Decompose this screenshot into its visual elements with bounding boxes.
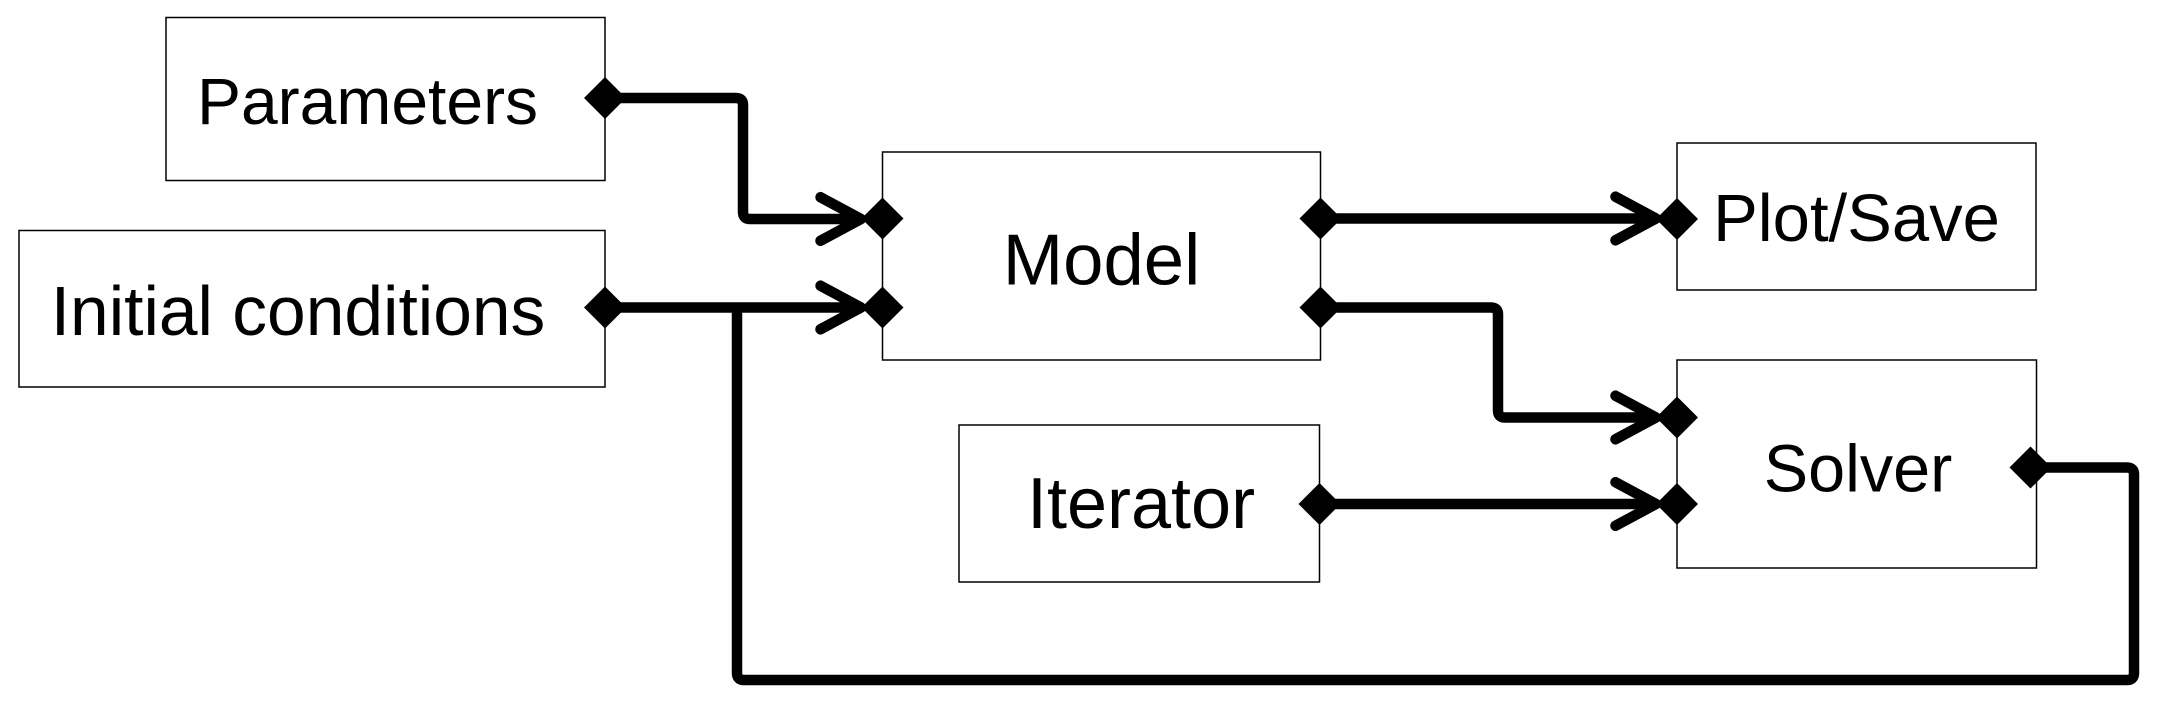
svg-text:Iterator: Iterator xyxy=(1027,464,1255,544)
svg-text:Parameters: Parameters xyxy=(197,64,538,138)
svg-text:Plot/Save: Plot/Save xyxy=(1713,181,2000,256)
svg-text:Model: Model xyxy=(1003,220,1200,301)
svg-text:Initial conditions: Initial conditions xyxy=(51,272,546,350)
svg-text:Solver: Solver xyxy=(1764,433,1953,507)
